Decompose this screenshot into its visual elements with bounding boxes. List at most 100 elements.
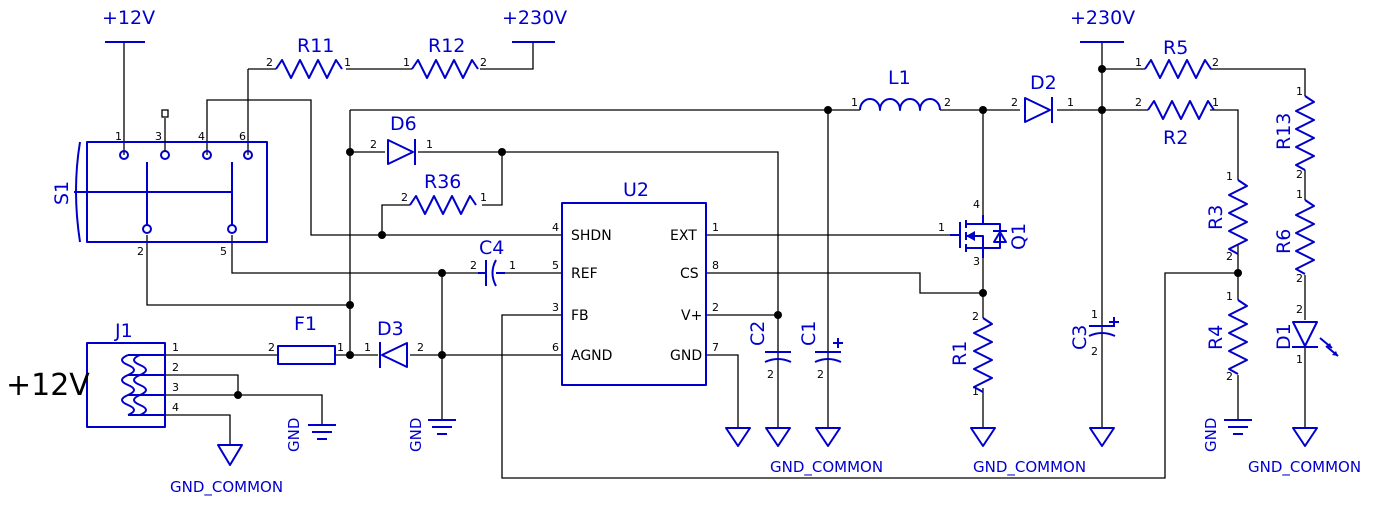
svg-text:2: 2 bbox=[1226, 250, 1233, 263]
svg-text:2: 2 bbox=[172, 361, 179, 374]
ic-u2: U2 SHDN REF FB AGND EXT CS V+ GND 45 36 … bbox=[552, 179, 719, 386]
svg-text:5: 5 bbox=[552, 259, 559, 272]
svg-text:1: 1 bbox=[1296, 353, 1303, 366]
svg-text:6: 6 bbox=[552, 341, 559, 354]
ground-gnd-j1: GND bbox=[285, 418, 336, 452]
r12-label: R12 bbox=[428, 35, 465, 57]
c1-label: C1 bbox=[798, 321, 820, 346]
svg-text:4: 4 bbox=[172, 401, 179, 414]
c2-label: C2 bbox=[747, 321, 769, 346]
svg-text:3: 3 bbox=[172, 381, 179, 394]
svg-text:4: 4 bbox=[973, 198, 980, 211]
ground-common-q1: GND_COMMON bbox=[970, 427, 1115, 477]
svg-text:3: 3 bbox=[552, 301, 559, 314]
u2-pin-ref: REF bbox=[571, 266, 598, 282]
svg-text:1: 1 bbox=[938, 221, 945, 234]
svg-text:GND: GND bbox=[1202, 418, 1220, 452]
svg-text:1: 1 bbox=[172, 341, 179, 354]
svg-text:1: 1 bbox=[1091, 308, 1098, 321]
resistor-r36: R36 2 1 bbox=[401, 171, 487, 215]
c3-label: C3 bbox=[1069, 325, 1091, 350]
svg-text:1: 1 bbox=[712, 221, 719, 234]
l1-label: L1 bbox=[888, 67, 911, 89]
svg-text:2: 2 bbox=[1091, 345, 1098, 358]
diode-d3: D3 1 2 bbox=[364, 318, 424, 368]
d1-label: D1 bbox=[1273, 323, 1295, 350]
r11-label: R11 bbox=[297, 35, 334, 57]
svg-text:1: 1 bbox=[403, 56, 410, 69]
svg-text:2: 2 bbox=[417, 341, 424, 354]
rail-230v-right: +230V bbox=[1070, 7, 1135, 43]
svg-text:2: 2 bbox=[268, 341, 275, 354]
svg-text:1: 1 bbox=[851, 96, 858, 109]
svg-text:8: 8 bbox=[712, 259, 719, 272]
svg-text:5: 5 bbox=[220, 245, 227, 258]
inductor-l1: L1 1 2 bbox=[851, 67, 951, 111]
svg-text:2: 2 bbox=[1296, 272, 1303, 285]
input-12v-label: +12V bbox=[6, 368, 90, 403]
svg-text:1: 1 bbox=[1212, 96, 1219, 109]
ground-common-j1: GND_COMMON bbox=[170, 444, 283, 497]
capacitor-c1: C1 2 bbox=[798, 321, 843, 381]
svg-text:4: 4 bbox=[198, 130, 205, 143]
capacitor-c2: C2 2 bbox=[747, 321, 792, 381]
svg-text:2: 2 bbox=[401, 191, 408, 204]
svg-text:2: 2 bbox=[1296, 303, 1303, 316]
svg-text:GND_COMMON: GND_COMMON bbox=[1248, 458, 1361, 477]
svg-text:1: 1 bbox=[364, 341, 371, 354]
svg-text:1: 1 bbox=[344, 56, 351, 69]
svg-text:2: 2 bbox=[817, 368, 824, 381]
r3-label: R3 bbox=[1205, 205, 1227, 230]
r1-label: R1 bbox=[949, 341, 971, 366]
resistor-r6: R6 12 bbox=[1273, 188, 1315, 285]
svg-text:1: 1 bbox=[1135, 56, 1142, 69]
junctions bbox=[234, 65, 1242, 399]
svg-text:2: 2 bbox=[470, 259, 477, 272]
svg-text:3: 3 bbox=[155, 130, 162, 143]
u2-pin-gnd: GND bbox=[670, 348, 702, 364]
u2-label: U2 bbox=[623, 179, 649, 201]
r36-label: R36 bbox=[424, 171, 461, 193]
rail-230v-left-label: +230V bbox=[502, 7, 567, 29]
svg-text:1: 1 bbox=[480, 191, 487, 204]
svg-text:GND_COMMON: GND_COMMON bbox=[170, 478, 283, 497]
svg-text:GND_COMMON: GND_COMMON bbox=[973, 458, 1086, 477]
u2-pin-fb: FB bbox=[571, 308, 589, 324]
r13-label: R13 bbox=[1273, 113, 1295, 150]
u2-pin-vplus: V+ bbox=[681, 308, 702, 324]
resistor-r11: R11 2 1 bbox=[266, 35, 351, 79]
u2-pin-ext: EXT bbox=[670, 228, 697, 244]
resistor-r4: R4 12 bbox=[1205, 290, 1248, 383]
f1-label: F1 bbox=[294, 313, 317, 335]
resistor-r13: R13 12 bbox=[1273, 85, 1315, 181]
svg-text:2: 2 bbox=[1226, 370, 1233, 383]
rail-230v-left: +230V bbox=[502, 7, 567, 43]
svg-text:2: 2 bbox=[944, 96, 951, 109]
rail-12v-label: +12V bbox=[102, 7, 155, 29]
svg-text:1: 1 bbox=[1296, 188, 1303, 201]
svg-text:2: 2 bbox=[767, 368, 774, 381]
capacitor-c3: C3 1 2 bbox=[1069, 308, 1119, 358]
svg-text:7: 7 bbox=[712, 341, 719, 354]
svg-text:2: 2 bbox=[712, 301, 719, 314]
svg-text:1: 1 bbox=[1226, 170, 1233, 183]
svg-text:1: 1 bbox=[509, 259, 516, 272]
svg-text:6: 6 bbox=[239, 130, 246, 143]
s1-label: S1 bbox=[51, 181, 73, 205]
resistor-r1: R1 21 bbox=[949, 310, 993, 398]
led-d1: D1 2 1 bbox=[1273, 303, 1339, 366]
q1-label: Q1 bbox=[1008, 223, 1030, 250]
r2-label: R2 bbox=[1163, 127, 1188, 149]
svg-text:2: 2 bbox=[266, 56, 273, 69]
svg-text:GND: GND bbox=[407, 418, 425, 452]
svg-text:3: 3 bbox=[973, 255, 980, 268]
j1-label: J1 bbox=[114, 320, 133, 342]
svg-text:2: 2 bbox=[1296, 168, 1303, 181]
svg-text:1: 1 bbox=[972, 385, 979, 398]
d3-label: D3 bbox=[377, 318, 404, 340]
ground-gnd-right: GND bbox=[1202, 418, 1252, 452]
